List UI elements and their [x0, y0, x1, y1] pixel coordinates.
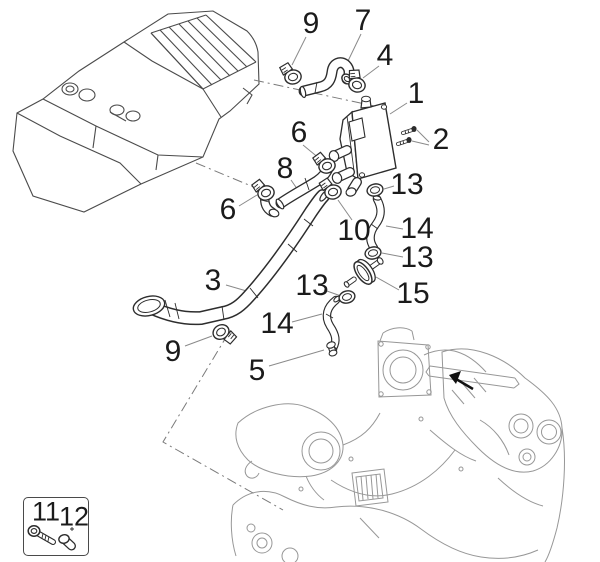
callout-13-a: 13	[390, 168, 424, 201]
callout-12: 12	[58, 501, 90, 532]
callout-4: 4	[376, 39, 394, 72]
hose-clamp-9-top	[278, 59, 304, 87]
canister-port-lower	[331, 167, 355, 184]
bolt-11-drawing	[27, 525, 56, 545]
engine-drawing	[230, 327, 565, 562]
callout-14-lower: 14	[260, 307, 294, 340]
callout-13-b: 13	[400, 241, 434, 274]
callout-3: 3	[204, 264, 222, 297]
hose-clamp-9-lower	[209, 319, 239, 350]
ring-13-a	[365, 181, 385, 199]
callout-8: 8	[276, 152, 294, 185]
callout-10: 10	[337, 214, 371, 247]
screws-2-drawing	[396, 126, 417, 146]
hose-clamp-6-lower	[250, 175, 277, 204]
nut-12-drawing	[58, 527, 76, 551]
callout-1: 1	[407, 77, 425, 110]
hose-3-drawing	[132, 189, 330, 326]
ring-13-c	[337, 288, 357, 306]
callout-9-top: 9	[302, 7, 320, 40]
callout-7: 7	[354, 4, 372, 37]
fitting-5-drawing	[326, 341, 338, 357]
callout-15: 15	[396, 277, 430, 310]
leader-lines	[184, 33, 430, 367]
check-valve-15-drawing	[343, 257, 384, 288]
hose-14-upper-drawing	[366, 194, 385, 253]
hose-7-drawing	[298, 57, 355, 99]
callout-9-lower: 9	[164, 335, 182, 368]
fasteners-legend-box	[23, 497, 89, 556]
callout-6-upper: 6	[290, 116, 308, 149]
airbox-drawing	[12, 10, 260, 213]
canister-port-upper	[328, 145, 352, 162]
callout-2: 2	[432, 123, 450, 156]
location-arrow-icon	[449, 371, 474, 391]
callout-11: 11	[31, 496, 61, 527]
air-valve-canister-drawing	[328, 95, 397, 197]
callout-5: 5	[248, 354, 266, 387]
callout-6-lower: 6	[219, 193, 237, 226]
callout-14-upper: 14	[400, 212, 434, 245]
canister-port-bottom	[345, 177, 362, 197]
callout-13-c: 13	[295, 269, 329, 302]
